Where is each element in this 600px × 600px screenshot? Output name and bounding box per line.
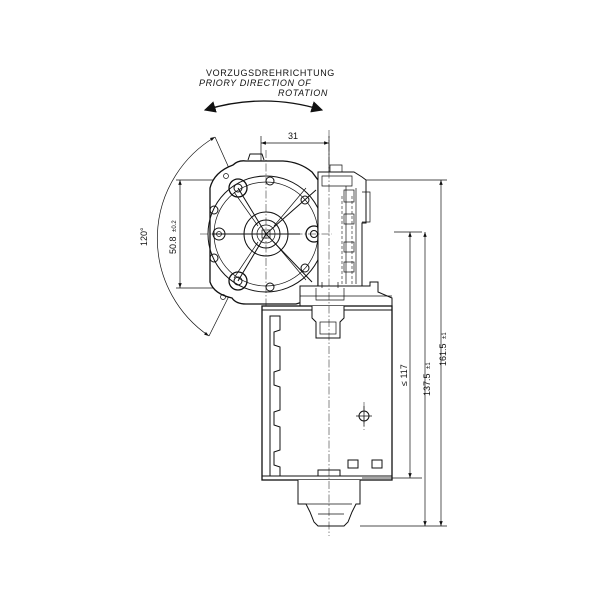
angle-label: 120° xyxy=(139,227,149,246)
rotation-label-en-2: ROTATION xyxy=(278,88,328,98)
bolt-spacing-tolerance: ±0.2 xyxy=(172,220,178,232)
rotation-arrow xyxy=(203,100,324,113)
gear-housing xyxy=(207,153,326,305)
height-total-label: 161.5 xyxy=(438,343,448,366)
svg-text:50.8 ±0.2: 50.8 ±0.2 xyxy=(168,220,178,254)
housing-neck xyxy=(299,281,393,307)
rotation-direction-note: VORZUGSDREHRICHTUNG PRIORY DIRECTION OF … xyxy=(199,68,335,113)
height-mid-label: 137.5 xyxy=(422,373,432,396)
bolt-spacing-label: 50.8 xyxy=(168,236,178,254)
bearing-end xyxy=(297,480,361,527)
centre-lines xyxy=(200,130,365,536)
motor-body xyxy=(261,305,393,481)
height-total-tolerance: ±1 xyxy=(442,332,448,339)
body-height-label: ≤ 117 xyxy=(399,364,409,386)
dimension-31-label: 31 xyxy=(288,131,298,141)
connector-block xyxy=(317,164,371,287)
rotation-label-de: VORZUGSDREHRICHTUNG xyxy=(206,68,335,78)
rotation-label-en-1: PRIORY DIRECTION OF xyxy=(199,78,311,88)
svg-text:161.5 ±1: 161.5 ±1 xyxy=(438,332,448,366)
svg-text:137.5 ±1: 137.5 ±1 xyxy=(422,362,432,396)
dimension-heights: ≤ 117 137.5 ±1 161.5 ±1 xyxy=(360,179,448,527)
height-mid-tolerance: ±1 xyxy=(426,362,432,369)
